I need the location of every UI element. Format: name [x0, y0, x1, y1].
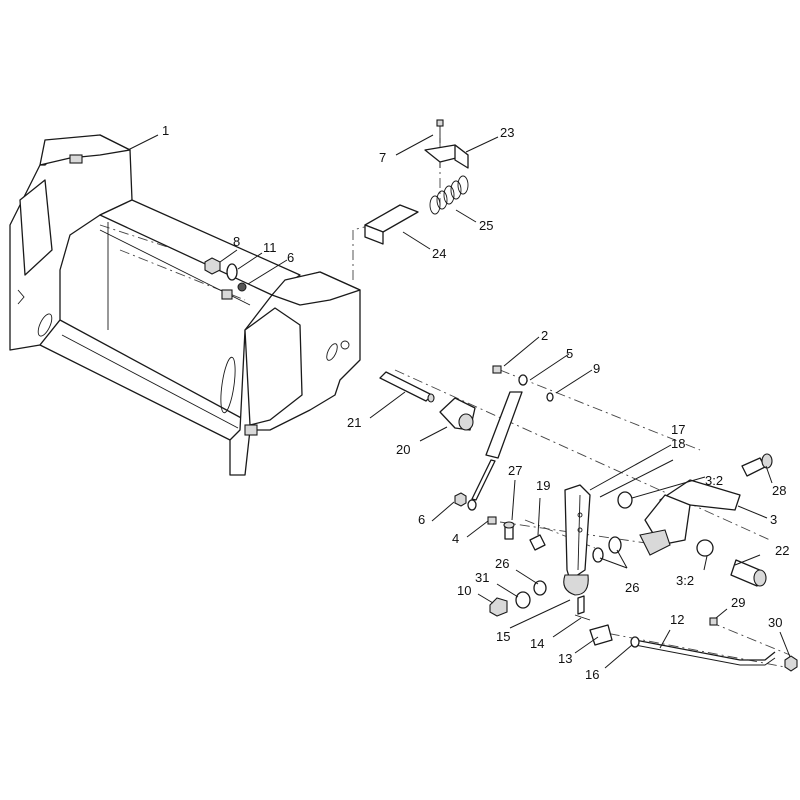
- shaft: [379, 371, 435, 403]
- catch-plate: [364, 204, 419, 245]
- compression-spring: [429, 175, 469, 215]
- strut-hardware: [454, 365, 554, 525]
- pin-28: [741, 453, 773, 477]
- callout-12: 12: [670, 612, 684, 627]
- control-lever: [563, 484, 591, 596]
- callout-1: 1: [162, 123, 169, 138]
- callout-5: 5: [566, 346, 573, 361]
- callout-27: 27: [508, 463, 522, 478]
- callout-22: 22: [775, 543, 789, 558]
- callout-29: 29: [731, 595, 745, 610]
- handle-assembly: [617, 479, 741, 557]
- callout-26-left: 26: [495, 556, 509, 571]
- callout-13: 13: [558, 651, 572, 666]
- callout-30: 30: [768, 615, 782, 630]
- nut-washer-set: [204, 257, 247, 292]
- callout-25: 25: [479, 218, 493, 233]
- callout-9: 9: [593, 361, 600, 376]
- frame-weldment: [9, 134, 361, 476]
- callout-23: 23: [500, 125, 514, 140]
- callout-6-top: 6: [287, 250, 294, 265]
- callout-3-2-lower: 3:2: [676, 573, 694, 588]
- callout-4: 4: [452, 531, 459, 546]
- callout-21: 21: [347, 415, 361, 430]
- gas-strut: [467, 374, 528, 511]
- bracket-plate: [424, 144, 469, 169]
- callout-10: 10: [457, 583, 471, 598]
- callout-18: 18: [671, 436, 685, 451]
- leader-lines: [127, 134, 791, 669]
- linkage-rod: [574, 595, 798, 672]
- callout-6-mid: 6: [418, 512, 425, 527]
- pin-22: [730, 559, 767, 587]
- callout-11: 11: [263, 240, 277, 255]
- pivot-bushing: [439, 397, 476, 431]
- callout-19: 19: [536, 478, 550, 493]
- callout-16: 16: [585, 667, 599, 682]
- callout-28: 28: [772, 483, 786, 498]
- pivot-pin-and-clip: [503, 521, 546, 551]
- callout-7: 7: [379, 150, 386, 165]
- callout-labels: 1 7 23 25 24 8 11 6 2 5 9 21 20 17 18 3:…: [162, 123, 789, 682]
- callout-15: 15: [496, 629, 510, 644]
- callout-26-right: 26: [625, 580, 639, 595]
- washer-stack: [489, 536, 622, 617]
- callout-2: 2: [541, 328, 548, 343]
- callout-20: 20: [396, 442, 410, 457]
- bolt-small: [436, 119, 444, 143]
- callout-3-2-upper: 3:2: [705, 473, 723, 488]
- callout-14: 14: [530, 636, 544, 651]
- callout-24: 24: [432, 246, 446, 261]
- callout-17: 17: [671, 422, 685, 437]
- callout-3: 3: [770, 512, 777, 527]
- callout-8: 8: [233, 234, 240, 249]
- callout-31: 31: [475, 570, 489, 585]
